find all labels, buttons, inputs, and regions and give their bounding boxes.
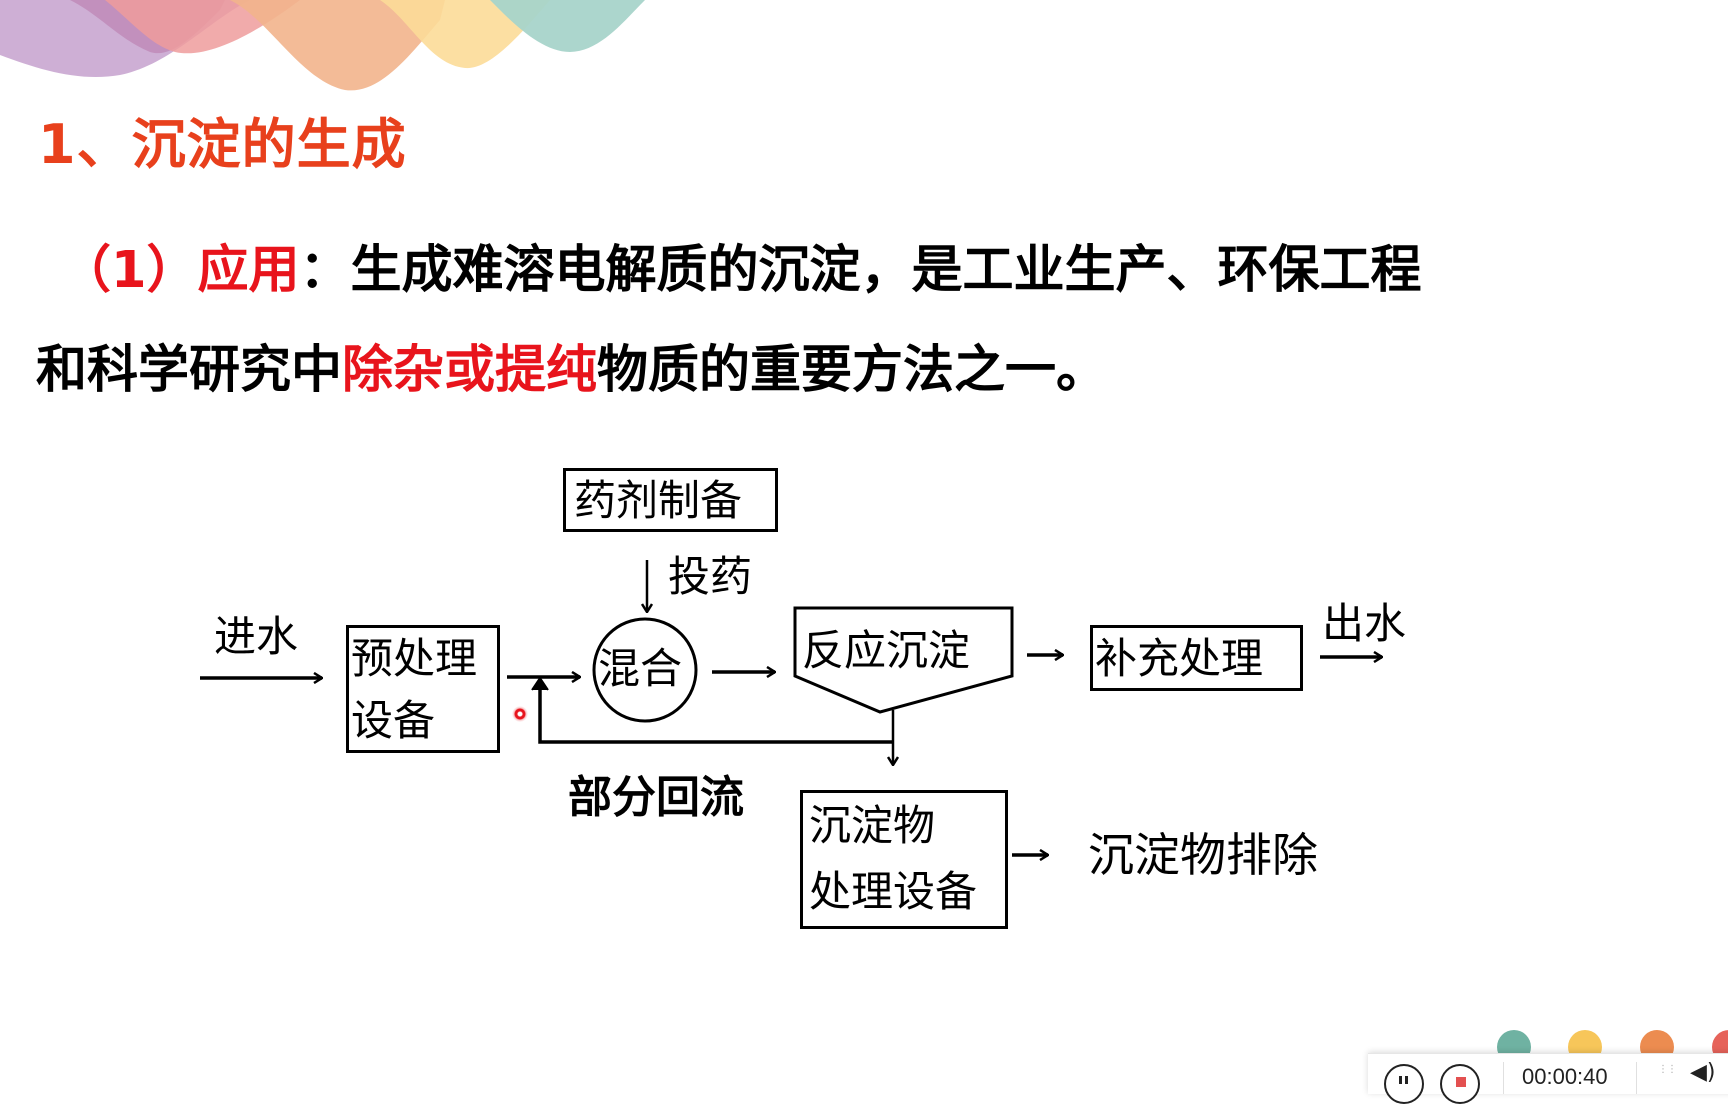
recycle-label: 部分回流 [568, 772, 744, 823]
wave-teal [490, 0, 645, 52]
recorder-control-bar: 00:00:40 ⋮⋮ ◀) [1368, 1053, 1728, 1104]
paragraph-line-1: （1）应用：生成难溶电解质的沉淀，是工业生产、环保工程 [60, 238, 1422, 304]
outflow-label: 出水 [1322, 599, 1407, 648]
recording-timer: 00:00:40 [1522, 1064, 1608, 1089]
sludge-discharge-label: 沉淀物排除 [1088, 828, 1318, 882]
divider [1503, 1062, 1504, 1094]
divider [1636, 1062, 1637, 1094]
item-number: （1） [60, 241, 198, 300]
drag-handle-icon[interactable]: ⋮⋮ [1658, 1064, 1677, 1075]
keyword-application: 应用 [197, 241, 300, 300]
slide-title: 1、沉淀的生成 [38, 113, 407, 176]
colon: ： [299, 241, 351, 300]
laser-pointer-dot [512, 706, 528, 722]
mixing-label: 混合 [598, 644, 683, 693]
line2-text-before: 和科学研究中 [36, 341, 343, 400]
reagent-prep-box: 药剂制备 [563, 468, 778, 532]
reaction-settling-label: 反应沉淀 [802, 626, 971, 675]
sludge-treatment-line-2: 处理设备 [809, 867, 978, 916]
pretreatment-box: 预处理 设备 [346, 625, 500, 753]
sludge-treatment-line-1: 沉淀物 [809, 801, 936, 850]
line1-text: 生成难溶电解质的沉淀，是工业生产、环保工程 [350, 241, 1422, 300]
inflow-label: 进水 [214, 612, 299, 661]
wave-peach [230, 0, 445, 91]
line2-text-after: 物质的重要方法之一。 [597, 341, 1108, 400]
pause-icon [1399, 1076, 1408, 1084]
reaction-tank-shape [793, 606, 1014, 714]
highlight-purify: 除杂或提纯 [342, 341, 598, 400]
supplement-treatment-label: 补充处理 [1095, 634, 1264, 683]
pretreatment-line-1: 预处理 [351, 634, 478, 683]
reagent-prep-label: 药剂制备 [574, 476, 743, 525]
decorative-waves [0, 0, 645, 91]
recycle-arrowhead [531, 676, 549, 691]
dosing-label: 投药 [668, 552, 753, 601]
pretreatment-line-2: 设备 [351, 696, 436, 745]
process-flow-diagram [200, 560, 1728, 1080]
mixing-circle [592, 617, 698, 723]
speaker-icon[interactable]: ◀) [1690, 1060, 1716, 1085]
stop-button[interactable] [1440, 1064, 1480, 1104]
stop-icon [1456, 1077, 1466, 1087]
paragraph-line-2: 和科学研究中除杂或提纯物质的重要方法之一。 [36, 338, 1107, 404]
sludge-treatment-box: 沉淀物 处理设备 [800, 790, 1008, 929]
pause-button[interactable] [1384, 1064, 1424, 1104]
recycle-line [538, 683, 893, 744]
supplement-treatment-box: 补充处理 [1090, 625, 1303, 691]
